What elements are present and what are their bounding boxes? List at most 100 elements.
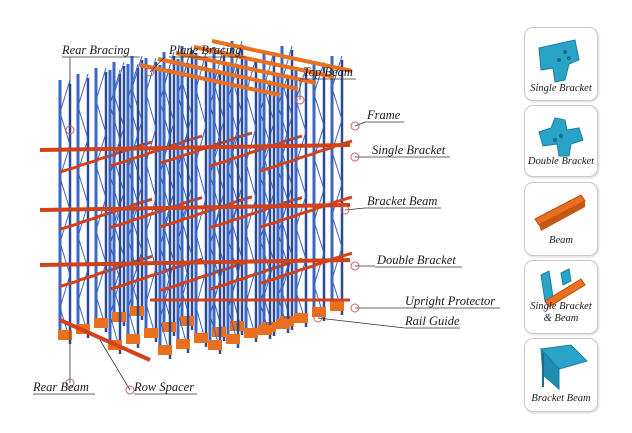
bracket-beam [95, 209, 117, 219]
callout-circle [125, 385, 135, 395]
bracket-beam [77, 272, 99, 282]
label-plane-bracing: Plane Bracing [169, 43, 242, 57]
frame-bracing [295, 195, 307, 228]
callout-circle [350, 152, 360, 162]
leader-line [344, 207, 366, 211]
bracket-beam [227, 214, 249, 224]
component-card-bracket-beam: Bracket Beam [524, 338, 598, 412]
beam-icon [534, 194, 586, 231]
frame-bracing [259, 239, 271, 272]
frame-bracing [331, 183, 343, 216]
bracket-beam [195, 271, 217, 281]
component-card-single-bracket: Single Bracket [524, 27, 598, 101]
label-double-bracket: Double Bracket [377, 253, 456, 267]
bracket-beam [131, 197, 153, 207]
frame-bracing [59, 177, 71, 211]
caption-single-bracket: Single Bracket [530, 83, 592, 94]
bracket-beam [231, 131, 253, 141]
bracket-beam [295, 207, 317, 217]
component-card-single-bracket-beam: Single Bracket & Beam [524, 260, 598, 334]
frame-bracing [331, 247, 343, 280]
bracket-beam [177, 149, 199, 159]
single-bracket-beam-icon [540, 268, 586, 308]
frame-bracing [313, 93, 325, 126]
bracket-beam [109, 281, 131, 291]
frame-bracing [109, 104, 121, 141]
leader-line [149, 56, 166, 73]
callout-circle [340, 205, 350, 215]
leader-line [317, 317, 406, 329]
frame-bracing [195, 197, 207, 235]
bracket-beam [109, 220, 131, 230]
label-rear-beam: Rear Beam [33, 380, 89, 394]
bracket-beam [77, 158, 99, 168]
label-single-bracket: Single Bracket [372, 143, 446, 157]
frame-bracing [227, 238, 239, 275]
bracket-beam [281, 134, 303, 144]
frame-bracing [227, 133, 239, 170]
frame-bracing [313, 157, 325, 190]
frame-bracing [95, 262, 107, 296]
frame-bracing [77, 106, 89, 140]
frame-bracing [195, 89, 207, 126]
callout-circle [350, 303, 360, 313]
frame-bracing [227, 98, 239, 135]
frame-bracing [145, 162, 157, 199]
upright-protector [176, 339, 190, 349]
bracket-beam [59, 221, 81, 231]
caption-single-bracket-beam: Single Bracket & Beam [530, 301, 592, 324]
upright-protector [312, 307, 326, 317]
bracket-beam [277, 213, 299, 223]
bracket-beam [263, 263, 285, 273]
top-beam [193, 45, 335, 79]
frame-bracing [227, 168, 239, 205]
frame-bracing [227, 63, 239, 100]
frame-bracing [59, 242, 71, 276]
frame-bracing [95, 67, 107, 101]
upright-protector [158, 345, 172, 355]
bracket-beam [159, 283, 181, 293]
bracket-beam [295, 151, 317, 161]
frame-bracing [295, 259, 307, 292]
frame-bracing [77, 268, 89, 302]
upright-protector [258, 325, 272, 335]
frame-bracing [159, 137, 171, 174]
bracket-beam [95, 152, 117, 162]
frame-bracing [295, 163, 307, 196]
frame-bracing [331, 55, 343, 89]
frame-bracing [259, 111, 271, 144]
single-bracket-icon [538, 39, 580, 83]
label-upright-protector: Upright Protector [405, 294, 496, 308]
frame-bracing [109, 139, 121, 176]
component-card-beam: Beam [524, 182, 598, 256]
bracket-beam [209, 158, 231, 168]
frame-bracing [277, 105, 289, 138]
frame-bracing [77, 171, 89, 205]
frame-bracing [177, 203, 189, 241]
label-frame: Frame [367, 108, 401, 122]
frame-bracing [127, 133, 139, 170]
callout-circle [350, 261, 360, 271]
bracket-beam [195, 207, 217, 217]
bracket-beam [277, 157, 299, 167]
bracket-beam [259, 219, 281, 229]
bracket-beam [259, 275, 281, 285]
bracket-beam [231, 195, 253, 205]
upright-protector [58, 330, 72, 340]
top-beam [211, 39, 353, 73]
bracket-beam [127, 152, 149, 162]
frame-bracing [295, 67, 307, 101]
frame-bracing [59, 112, 71, 146]
bracket-beam [313, 145, 335, 155]
label-row-spacer: Row Spacer [134, 380, 195, 394]
bracket-beam [277, 269, 299, 279]
bracket-beam [245, 208, 267, 218]
upright-protector [330, 301, 344, 311]
frame-bracing [313, 61, 325, 95]
bracket-beam [145, 208, 167, 218]
frame-bracing [127, 63, 139, 100]
callout-circle [145, 67, 155, 77]
upright-protector [244, 328, 258, 338]
frame-bracing [145, 92, 157, 129]
